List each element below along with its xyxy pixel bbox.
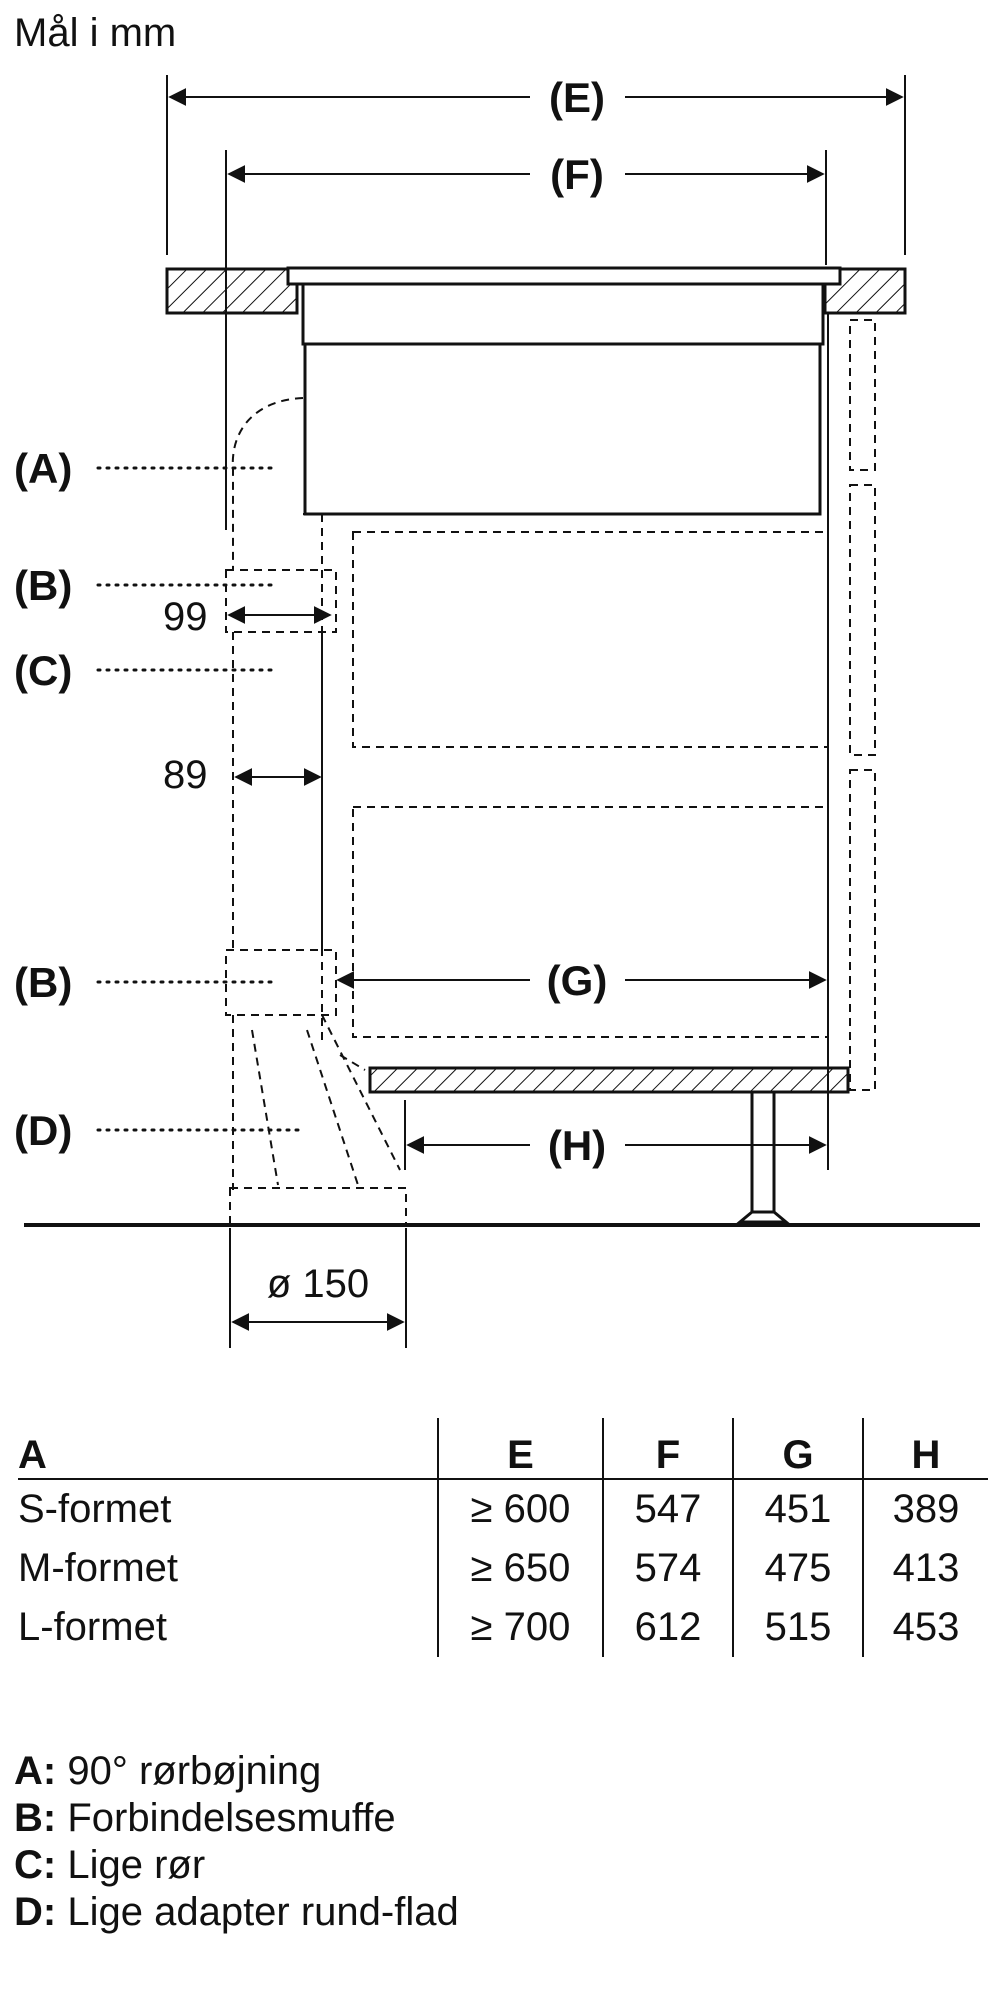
cabinet-shelf [368, 1066, 850, 1224]
table-cell: 453 [862, 1598, 988, 1657]
dimension-g: (G) [336, 957, 827, 1004]
measurement-89-label: 89 [163, 753, 208, 797]
table-cell: 574 [602, 1539, 733, 1598]
legend-item-d: D: Lige adapter rund-flad [14, 1889, 459, 1936]
table-cell: S-formet [18, 1487, 172, 1531]
callout-c: (C) [14, 647, 277, 694]
legend-key: A: [14, 1749, 57, 1793]
legend-text: Lige adapter rund-flad [67, 1890, 459, 1934]
measurement-89: 89 [163, 753, 322, 797]
table-header-h: H [862, 1418, 988, 1480]
dimension-g-label: (G) [547, 957, 608, 1004]
dimension-h: (H) [404, 1100, 827, 1170]
dimension-e: (E) [166, 74, 906, 255]
table-header-a: A [18, 1418, 438, 1480]
legend-item-c: C: Lige rør [14, 1842, 459, 1889]
measurement-99: 99 [163, 595, 332, 639]
table-header-f: F [602, 1418, 733, 1480]
table-cell: 413 [862, 1539, 988, 1598]
table-header-e: E [437, 1418, 603, 1480]
installation-diagram: Mål i mm (E) (F) [14, 11, 980, 1348]
dimension-f: (F) [225, 150, 827, 530]
table-cell: 547 [602, 1479, 733, 1539]
dimension-e-label: (E) [549, 74, 605, 121]
measurement-diameter-150-label: ø 150 [267, 1262, 369, 1306]
callout-b-lower: (B) [14, 959, 277, 1006]
callout-a-label: (A) [14, 445, 72, 492]
table-cell: 475 [732, 1539, 863, 1598]
table-row: L-formet ≥ 700 612 515 453 [18, 1598, 988, 1657]
legend-item-b: B: Forbindelsesmuffe [14, 1795, 459, 1842]
hob-unit [286, 266, 842, 516]
table-cell: 389 [862, 1479, 988, 1539]
callout-a: (A) [14, 445, 277, 492]
cabinet-side [827, 313, 876, 1170]
table-cell: ≥ 700 [437, 1598, 603, 1657]
drawers [321, 514, 829, 1045]
legend-key: C: [14, 1843, 57, 1887]
table-cell: L-formet [18, 1605, 167, 1649]
table-cell: ≥ 600 [437, 1479, 603, 1539]
dimension-h-label: (H) [548, 1122, 606, 1169]
table-cell: 612 [602, 1598, 733, 1657]
unit-label: Mål i mm [14, 11, 176, 55]
callout-d: (D) [14, 1107, 302, 1154]
dimension-f-label: (F) [550, 151, 604, 198]
table-row: S-formet ≥ 600 547 451 389 [18, 1479, 988, 1539]
measurement-diameter-150: ø 150 [229, 1228, 407, 1348]
legend: A: 90° rørbøjning B: Forbindelsesmuffe C… [14, 1748, 459, 1936]
callout-b-lower-label: (B) [14, 959, 72, 1006]
table-cell: ≥ 650 [437, 1539, 603, 1598]
table-row: M-formet ≥ 650 574 475 413 [18, 1539, 988, 1598]
legend-text: 90° rørbøjning [67, 1749, 322, 1793]
legend-key: D: [14, 1890, 57, 1934]
legend-item-a: A: 90° rørbøjning [14, 1748, 459, 1795]
legend-text: Forbindelsesmuffe [67, 1796, 396, 1840]
table-cell: 451 [732, 1479, 863, 1539]
table-header-g: G [732, 1418, 863, 1480]
duct-system [225, 397, 407, 1227]
measurement-99-label: 99 [163, 595, 208, 639]
callout-b-upper: (B) [14, 562, 277, 609]
table-cell: M-formet [18, 1546, 178, 1590]
legend-text: Lige rør [67, 1843, 206, 1887]
table-header-row: A E F G H [18, 1418, 988, 1480]
callout-d-label: (D) [14, 1107, 72, 1154]
table-cell: 515 [732, 1598, 863, 1657]
dimensions-table: A E F G H S-formet ≥ 600 547 451 389 M-f… [18, 1418, 988, 1657]
callout-b-upper-label: (B) [14, 562, 72, 609]
worktop [165, 267, 907, 315]
callout-c-label: (C) [14, 647, 72, 694]
legend-key: B: [14, 1796, 57, 1840]
